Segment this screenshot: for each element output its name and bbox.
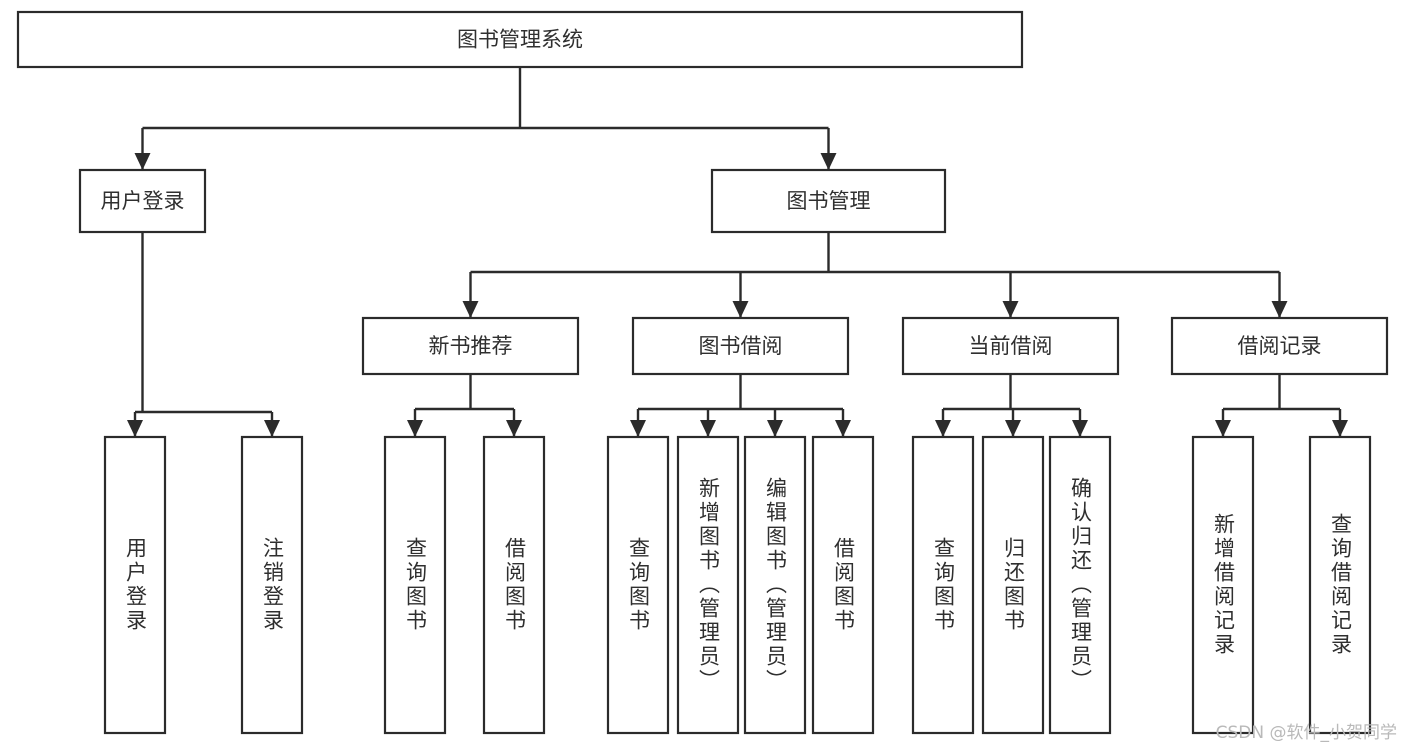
node-box-leaf_4 [606, 435, 670, 735]
arrow-icon-leaf_4 [630, 420, 646, 437]
arrow-icon-l2_3 [1271, 301, 1288, 318]
node-box-l2_1 [631, 316, 850, 376]
node-box-l2_3 [1170, 316, 1389, 376]
node-label-l1_0: 用户登录 [101, 189, 185, 213]
node-label-root: 图书管理系统 [457, 28, 583, 52]
node-box-leaf_8 [911, 435, 975, 735]
node-box-leaf_1 [240, 435, 304, 735]
arrow-icon-l2_1 [732, 301, 749, 318]
arrow-icon-l2_2 [1002, 301, 1019, 318]
node-box-leaf_10 [1048, 435, 1112, 735]
node-box-leaf_3 [482, 435, 546, 735]
arrow-icon-leaf_2 [407, 420, 423, 437]
node-box-leaf_11 [1191, 435, 1255, 735]
node-label-l2_1: 图书借阅 [699, 334, 783, 358]
arrow-icon-leaf_12 [1332, 420, 1348, 437]
arrow-icon-leaf_5 [700, 420, 716, 437]
arrow-icon-l1_1 [820, 153, 837, 170]
node-label-l1_1: 图书管理 [787, 189, 871, 213]
arrow-icon-leaf_11 [1215, 420, 1231, 437]
arrow-icon-leaf_3 [506, 420, 522, 437]
arrow-icon-leaf_10 [1072, 420, 1088, 437]
arrow-icon-leaf_1 [264, 420, 280, 437]
arrow-icon-leaf_6 [767, 420, 783, 437]
node-box-leaf_7 [811, 435, 875, 735]
arrow-icon-leaf_0 [127, 420, 143, 437]
node-box-leaf_5 [676, 435, 740, 735]
node-box-root [16, 10, 1024, 69]
node-box-leaf_9 [981, 435, 1045, 735]
node-box-leaf_6 [743, 435, 807, 735]
node-box-leaf_12 [1308, 435, 1372, 735]
arrow-icon-leaf_9 [1005, 420, 1021, 437]
node-box-leaf_2 [383, 435, 447, 735]
node-label-l2_2: 当前借阅 [969, 334, 1053, 358]
connectors-layer [127, 67, 1348, 437]
node-label-l2_3: 借阅记录 [1238, 334, 1322, 358]
arrow-icon-l2_0 [462, 301, 479, 318]
watermark-text: CSDN @软件_小贺同学 [1215, 723, 1397, 743]
node-box-leaf_0 [103, 435, 167, 735]
arrow-icon-l1_0 [134, 153, 151, 170]
node-box-l1_1 [710, 168, 947, 234]
boxes-layer [16, 10, 1389, 735]
arrow-icon-leaf_7 [835, 420, 851, 437]
node-box-l2_0 [361, 316, 580, 376]
node-label-l2_0: 新书推荐 [429, 334, 513, 358]
node-box-l2_2 [901, 316, 1120, 376]
node-box-l1_0 [78, 168, 207, 234]
arrow-icon-leaf_8 [935, 420, 951, 437]
